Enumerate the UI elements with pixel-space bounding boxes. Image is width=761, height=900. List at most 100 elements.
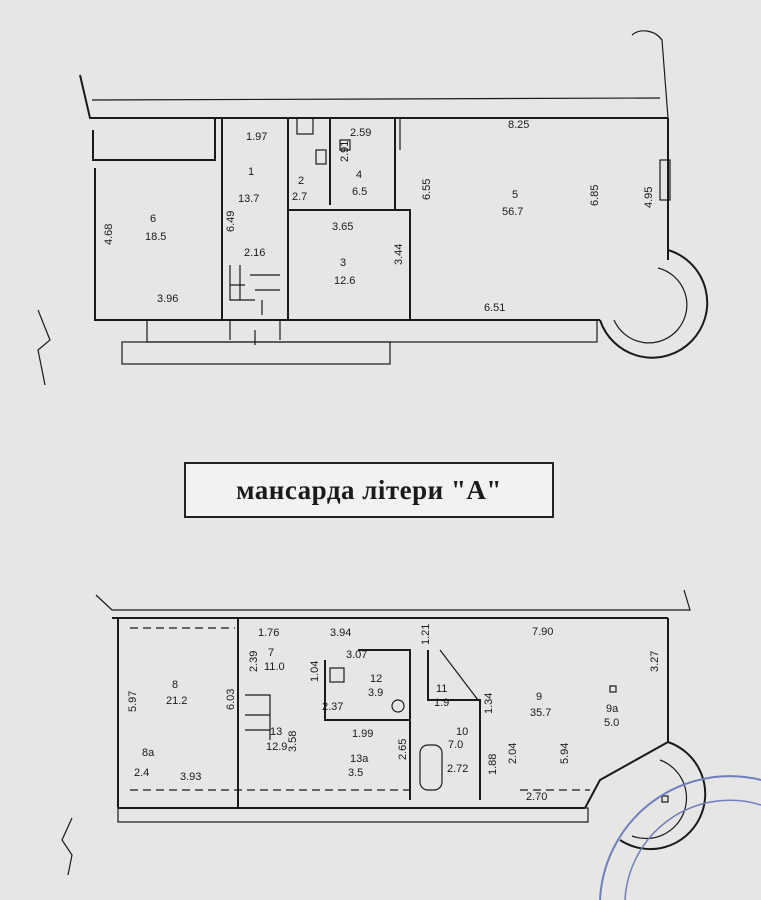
- dim-label: 6.51: [484, 302, 505, 314]
- upper-roof-line: [91, 97, 661, 101]
- room-area: 12.6: [334, 275, 355, 287]
- room-number: 8а: [142, 747, 155, 759]
- wall-room12-right: [358, 649, 411, 800]
- dim-label: 3.65: [332, 221, 353, 233]
- dim-label: 6.85: [589, 185, 601, 206]
- dim-label: 6.55: [421, 179, 433, 200]
- room-number: 10: [456, 726, 468, 738]
- lower-roof-line: [95, 589, 691, 611]
- dim-label: 3.94: [330, 627, 351, 639]
- room-number: 9а: [606, 703, 619, 715]
- official-stamp-fragment-inner: [624, 799, 761, 900]
- lower-left-break: [61, 817, 73, 876]
- dim-label: 4.68: [103, 224, 115, 245]
- dim-label: 3.93: [180, 771, 201, 783]
- caption-title: мансарда літери "А": [236, 474, 502, 505]
- room-number: 13а: [350, 753, 369, 765]
- dim-label: 2.72: [447, 763, 468, 775]
- room-number: 6: [150, 213, 156, 225]
- dim-label: 1.04: [309, 661, 321, 682]
- room-area: 12.9: [266, 741, 287, 753]
- room-number: 4: [356, 169, 362, 181]
- dim-label: 1.76: [258, 627, 279, 639]
- dim-label: 2.91: [339, 141, 351, 162]
- dim-label: 7.90: [532, 626, 553, 638]
- dim-label: 1.88: [487, 754, 499, 775]
- room-area: 35.7: [530, 707, 551, 719]
- room-area: 21.2: [166, 695, 187, 707]
- dim-label: 3.44: [393, 244, 405, 265]
- upper-balcony-strip: [146, 319, 598, 343]
- sink-fixture-icon: [329, 667, 345, 683]
- dim-label: 5.97: [127, 691, 139, 712]
- upper-window: [659, 159, 671, 201]
- dim-label: 2.65: [397, 739, 409, 760]
- room-area: 7.0: [448, 739, 463, 751]
- dim-label: 2.39: [248, 651, 260, 672]
- shower-fixture-icon: [339, 139, 351, 151]
- room-area: 6.5: [352, 186, 367, 198]
- official-stamp-fragment: [599, 775, 761, 900]
- sink-fixture-icon: [315, 149, 327, 165]
- wc-fixture-icon: [296, 117, 314, 135]
- lower-floor-plan: [61, 589, 707, 876]
- dim-label: 1.34: [483, 693, 495, 714]
- room-number: 8: [172, 679, 178, 691]
- dim-label: 6.49: [225, 211, 237, 232]
- caption-box: мансарда літери "А": [184, 462, 554, 518]
- room-number: 13: [270, 726, 282, 738]
- upper-break-line: [631, 30, 669, 119]
- room-number: 3: [340, 257, 346, 269]
- upper-plan-labels: 1.97 2.59 8.25 2.91 1 13.7 2 2.7 4 6.5 5…: [103, 119, 655, 314]
- room-number: 11: [436, 683, 447, 695]
- room-area: 56.7: [502, 206, 523, 218]
- room-6-left-wall: [94, 168, 100, 321]
- room-number: 7: [268, 647, 274, 659]
- dim-label: 1.99: [352, 728, 373, 740]
- upper-bay-inner: [613, 267, 688, 344]
- dim-label: 4.95: [643, 187, 655, 208]
- room-number: 5: [512, 189, 518, 201]
- wall-room12-block: [324, 660, 410, 721]
- room-number: 1: [248, 166, 254, 178]
- wall-room10: [427, 650, 481, 800]
- upper-floor-plan: [37, 30, 709, 386]
- room11-diagonal: [439, 649, 479, 701]
- room-area: 11.0: [264, 661, 285, 673]
- dim-label: 3.07: [346, 649, 367, 661]
- dim-label: 1.97: [246, 131, 267, 143]
- room-number: 9: [536, 691, 542, 703]
- lower-stairs: [245, 694, 271, 740]
- room-number: 12: [370, 673, 382, 685]
- room-area: 3.5: [348, 767, 363, 779]
- bathtub-icon: [419, 744, 443, 791]
- dim-label: 5.94: [559, 743, 571, 764]
- dim-label: 2.37: [322, 701, 343, 713]
- dim-label: 2.04: [507, 743, 519, 764]
- room-area: 5.0: [604, 717, 619, 729]
- vent-icon: [661, 795, 669, 803]
- lower-balcony-strip: [117, 807, 589, 823]
- upper-stairs-rail: [229, 320, 281, 345]
- upper-top-wall: [79, 74, 668, 119]
- dim-label: 3.96: [157, 293, 178, 305]
- dim-label: 6.03: [225, 689, 237, 710]
- room-area: 13.7: [238, 193, 259, 205]
- dim-label: 8.25: [508, 119, 529, 131]
- lower-right-diagonal: [584, 741, 669, 809]
- upper-left-break: [37, 309, 51, 386]
- dim-label: 3.27: [649, 651, 661, 672]
- dim-label: 3.58: [287, 731, 299, 752]
- lower-bay-window: [619, 741, 707, 851]
- lower-plan-labels: 1.76 3.94 1.21 7.90 3.27 2.39 7 11.0 1.0…: [127, 624, 661, 803]
- upper-balcony-lower: [121, 341, 391, 365]
- toilet-icon: [391, 699, 405, 713]
- room-6-top-wall: [92, 118, 216, 161]
- room-area: 1.9: [434, 697, 449, 709]
- room-number: 2: [298, 175, 304, 187]
- dim-label: 2.70: [526, 791, 547, 803]
- vent-icon: [609, 685, 617, 693]
- room-area: 2.4: [134, 767, 149, 779]
